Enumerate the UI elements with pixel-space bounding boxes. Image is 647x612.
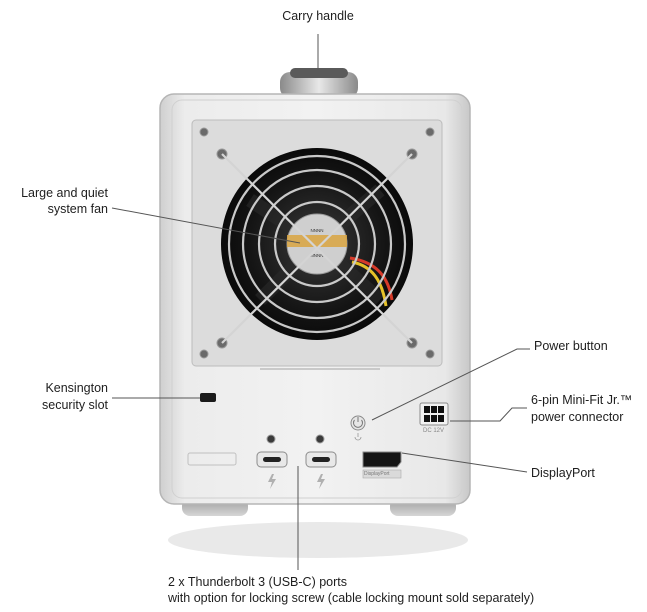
power-connector-label-line2: power connector [531,410,624,424]
power-connector [419,402,449,426]
displayport-marking: DisplayPort [364,471,390,477]
displayport [362,451,402,479]
power-connector-label-line1: 6-pin Mini-Fit Jr.™ [531,393,633,407]
kensington-slot [200,393,216,402]
thunderbolt-ports [256,451,337,489]
svg-text:NNNN: NNNN [311,228,324,233]
fan: NNNN NNNN [221,148,413,344]
floor-shadow [168,522,468,558]
thunderbolt-label-line2: with option for locking screw (cable loc… [168,591,535,605]
fan-label-line2: system fan [47,202,108,216]
leader-lines [111,34,530,570]
thunderbolt-label-line1: 2 x Thunderbolt 3 (USB-C) ports [168,575,348,589]
power-button [350,415,366,441]
carry-handle [280,68,358,98]
displayport-label: DisplayPort [531,466,595,480]
svg-text:NNNN: NNNN [311,253,324,258]
kensington-label-line1: Kensington [45,381,108,395]
kensington-label-line2: security slot [42,398,108,412]
carry-handle-label: Carry handle [282,9,354,23]
fan-label-line1: Large and quiet [21,186,108,200]
dc-rating-marking: DC 12V [423,428,445,434]
power-button-label: Power button [534,339,608,353]
